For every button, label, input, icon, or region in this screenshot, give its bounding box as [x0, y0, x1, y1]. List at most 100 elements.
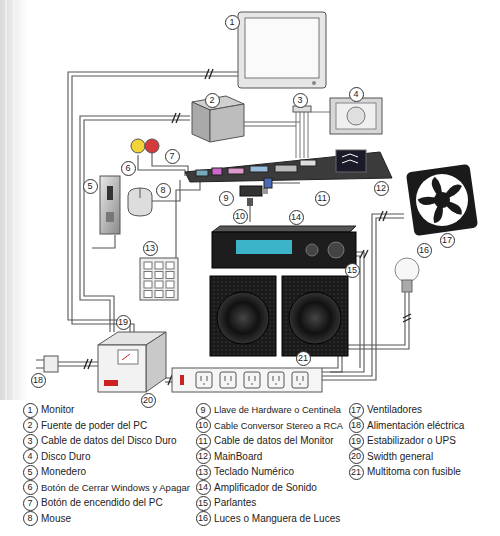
socket	[244, 372, 260, 388]
legend-number: 8	[23, 511, 38, 526]
coin-acceptor	[100, 176, 120, 234]
key-cap	[155, 272, 163, 279]
legend-number: 14	[196, 480, 211, 495]
legend-text: Cable de datos del Disco Duro	[41, 435, 177, 447]
legend-text: Botón de Cerrar Windows y Apagar	[41, 482, 190, 494]
legend-text: Monedero	[41, 466, 86, 478]
key-cap	[166, 281, 174, 288]
legend-text: Fuente de poder del PC	[41, 420, 147, 432]
legend-text: MainBoard	[214, 451, 262, 463]
socket	[292, 372, 308, 388]
callout-number: 20	[141, 393, 156, 408]
break-marks	[84, 69, 411, 385]
socket	[268, 372, 284, 388]
legend-number: 15	[196, 496, 211, 511]
monitor	[238, 12, 326, 88]
legend-text: Cable de datos del Monitor	[214, 435, 334, 447]
legend-number: 16	[196, 511, 211, 526]
key-cap	[144, 291, 152, 298]
legend-number: 3	[23, 434, 38, 449]
legend-text: Ventiladores	[367, 404, 422, 416]
callout-number: 3	[293, 93, 308, 108]
legend-number: 6	[23, 480, 38, 495]
mainboard	[185, 150, 392, 182]
key-cap	[155, 262, 163, 269]
legend-number: 1	[23, 403, 38, 418]
key-cap	[155, 291, 163, 298]
legend-number: 11	[196, 434, 211, 449]
legend-number: 7	[23, 496, 38, 511]
legend-text: Cable Conversor Stereo a RCA	[214, 420, 343, 432]
hard-disk	[330, 98, 382, 134]
callout-number: 9	[219, 191, 234, 206]
callout-number: 2	[205, 93, 220, 108]
power-wires	[58, 72, 409, 382]
callout-number: 6	[121, 161, 136, 176]
amplifier	[212, 226, 356, 268]
callout-number: 7	[165, 149, 180, 164]
socket-pins	[249, 376, 255, 385]
legend-text: Estabilizador o UPS	[367, 435, 456, 447]
key-cap	[144, 272, 152, 279]
callout-number: 17	[440, 233, 455, 248]
socket-pins	[297, 376, 303, 385]
legend-number: 12	[196, 449, 211, 464]
callout-number: 21	[296, 351, 311, 366]
push-buttons	[131, 139, 159, 153]
power-strip	[172, 368, 322, 392]
numeric-keypad	[140, 258, 178, 300]
legend-number: 17	[349, 403, 364, 418]
callout-number: 18	[31, 373, 46, 388]
key-cap	[144, 262, 152, 269]
callout-number: 13	[143, 241, 158, 256]
callout-number: 16	[417, 243, 432, 258]
legend-number: 18	[349, 418, 364, 433]
legend-text: Disco Duro	[41, 451, 90, 463]
callout-number: 15	[345, 263, 360, 278]
callout-number: 11	[315, 191, 330, 206]
legend-number: 9	[196, 403, 211, 418]
light-bulb	[395, 258, 419, 292]
legend-number: 4	[23, 449, 38, 464]
ups	[98, 332, 166, 392]
legend-text: Botón de encendido del PC	[41, 497, 163, 509]
monitor-cable	[264, 178, 300, 188]
callout-number: 14	[289, 210, 304, 225]
legend-text: Multitoma con fusible	[367, 466, 461, 478]
legend-number: 13	[196, 465, 211, 480]
legend-text: Llave de Hardware o Centinela	[214, 404, 341, 416]
key-cap	[155, 281, 163, 288]
legend-number: 19	[349, 434, 364, 449]
callout-number: 1	[225, 15, 240, 30]
rca-cable	[247, 198, 253, 206]
callout-number: 8	[156, 183, 171, 198]
legend-number: 2	[23, 418, 38, 433]
socket-pins	[273, 376, 279, 385]
legend-text: Teclado Numérico	[214, 466, 294, 478]
legend-text: Luces o Manguera de Luces	[214, 513, 340, 525]
power-plug	[36, 356, 58, 372]
callout-number: 12	[374, 181, 389, 196]
speakers	[210, 276, 348, 356]
key-cap	[166, 262, 174, 269]
socket	[220, 372, 236, 388]
legend-text: Swidth general	[367, 451, 433, 463]
callout-number: 4	[349, 87, 364, 102]
callout-number: 5	[83, 179, 98, 194]
callout-number: 10	[233, 209, 248, 224]
legend-text: Alimentación eléctrica	[367, 420, 464, 432]
mouse	[128, 188, 152, 216]
background-shade	[0, 0, 28, 400]
key-cap	[144, 281, 152, 288]
socket-pins	[225, 376, 231, 385]
legend-number: 21	[349, 465, 364, 480]
disk-data-cable	[293, 106, 330, 158]
socket-pins	[201, 376, 207, 385]
legend-text: Amplificador de Sonido	[214, 482, 317, 494]
legend-text: Mouse	[41, 513, 71, 525]
legend-number: 10	[196, 418, 211, 433]
legend-number: 20	[349, 449, 364, 464]
key-cap	[166, 291, 174, 298]
